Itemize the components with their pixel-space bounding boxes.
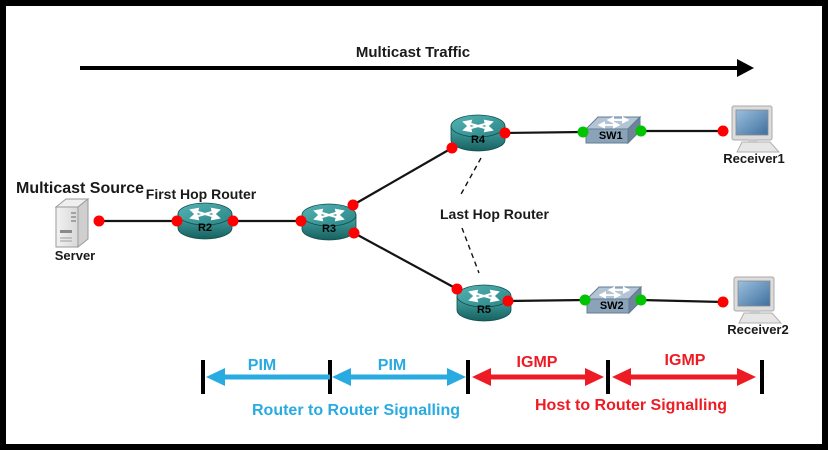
last-hop-pointer-r5 xyxy=(461,227,480,274)
link-sw2-receiver2 xyxy=(640,298,724,304)
switch-sw2-node: SW2 xyxy=(585,285,643,316)
switch-label: SW2 xyxy=(599,300,624,312)
router-icon xyxy=(301,203,357,241)
router-label: R4 xyxy=(470,134,486,146)
igmp-label-1: IGMP xyxy=(516,354,558,371)
last-hop-router-label: Last Hop Router xyxy=(440,206,549,222)
switch-icon xyxy=(585,285,643,315)
router-label: R2 xyxy=(197,222,213,234)
router-icon xyxy=(450,114,506,152)
router-icon xyxy=(456,284,512,322)
server-label: Server xyxy=(54,248,96,263)
receiver2-node xyxy=(729,276,783,324)
router-label: R5 xyxy=(476,304,492,316)
pim-label-1: PIM xyxy=(247,357,277,374)
router-r3-node: R3 xyxy=(300,202,358,242)
last-hop-pointer-r4 xyxy=(459,157,482,197)
multicast-traffic-arrow xyxy=(80,59,754,77)
host-to-router-signalling-label: Host to Router Signalling xyxy=(535,397,727,414)
igmp-arrow-1 xyxy=(472,368,604,386)
router-label: R3 xyxy=(321,223,337,235)
igmp-arrow-2 xyxy=(612,368,756,386)
router-r5-node: R5 xyxy=(455,283,513,323)
switch-label: SW1 xyxy=(598,130,623,142)
computer-icon xyxy=(731,105,781,153)
pim-label-2: PIM xyxy=(377,357,407,374)
switch-sw1-node: SW1 xyxy=(584,115,642,146)
pim-arrow-1 xyxy=(206,368,330,386)
router-r2-node: R2 xyxy=(176,201,234,241)
igmp-label-2: IGMP xyxy=(664,352,706,369)
link-r3-r5 xyxy=(353,232,458,290)
switch-icon xyxy=(584,115,642,145)
computer-icon xyxy=(733,276,783,324)
multicast-source-label: Multicast Source xyxy=(16,180,145,197)
receiver1-node xyxy=(727,105,781,153)
router-to-router-signalling-label: Router to Router Signalling xyxy=(252,402,460,419)
pim-arrow-2 xyxy=(332,368,466,386)
receiver2-label: Receiver2 xyxy=(727,322,789,337)
link-r5-sw2 xyxy=(507,298,586,303)
router-r4-node: R4 xyxy=(449,113,507,153)
receiver1-label: Receiver1 xyxy=(723,151,785,166)
link-r4-sw1 xyxy=(504,130,584,135)
first-hop-router-label: First Hop Router xyxy=(145,186,257,202)
router-icon xyxy=(177,202,233,240)
traffic-arrowhead xyxy=(737,59,754,77)
multicast-traffic-label: Multicast Traffic xyxy=(355,44,471,61)
server-icon xyxy=(54,197,90,249)
server-node xyxy=(52,197,92,249)
link-r3-r4 xyxy=(352,147,453,206)
